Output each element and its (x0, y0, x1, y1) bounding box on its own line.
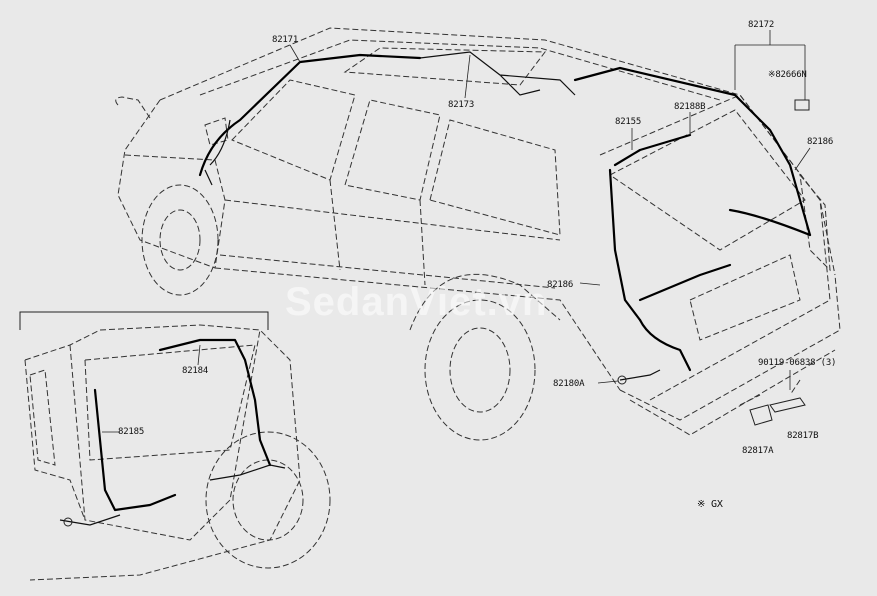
inset-window (84, 344, 256, 461)
rear-wheel-hub (449, 327, 511, 413)
inset-harness-82184 (158, 338, 272, 467)
inset-left-panel (24, 359, 86, 521)
leader-82180a (597, 380, 619, 384)
harness-82188b (613, 133, 692, 167)
side-sill (219, 254, 556, 289)
legend-gx: ※ GX (697, 499, 723, 510)
rear-window-1 (344, 99, 441, 201)
door-line-1 (329, 179, 341, 271)
label-82180a: 82180A (553, 379, 585, 389)
spare-tire-inner (232, 459, 304, 541)
hood-outline (117, 99, 216, 269)
side-body (214, 267, 621, 391)
leader-82184 (197, 344, 201, 366)
clip-82817a (749, 404, 773, 426)
rear-wheel (424, 299, 536, 441)
inset-harness-lower (59, 464, 286, 526)
inset-bracket (19, 311, 269, 330)
rear-window (609, 109, 806, 251)
inset-connector (63, 517, 73, 527)
connector-82666n (794, 99, 810, 111)
front-wheel (141, 184, 219, 296)
harness-82171-branch (204, 119, 231, 186)
harness-82180a (619, 369, 661, 381)
label-82172: 82172 (748, 20, 775, 30)
harness-82173 (419, 51, 576, 96)
front-wheel-hub (159, 209, 201, 271)
rear-bumper-lower (629, 349, 836, 436)
rear-window-2 (429, 119, 561, 236)
roof-rack-line (199, 39, 721, 101)
label-82817a: 82817A (742, 446, 774, 456)
sunroof-outline (343, 47, 546, 86)
label-82186-top: 82186 (807, 137, 834, 147)
label-82173: 82173 (448, 100, 475, 110)
harness-rear-gate (638, 263, 732, 372)
leader-82172 (734, 30, 806, 100)
harness-82172-b (728, 208, 812, 237)
inset-left-window (29, 369, 56, 466)
label-82188b: 82188B (674, 102, 706, 112)
rear-hatch (599, 94, 831, 401)
spare-tire (205, 431, 331, 569)
leader-82173 (464, 54, 471, 99)
rear-bumper (619, 274, 841, 421)
label-82666n: ※82666N (768, 70, 807, 80)
roof-outline (159, 27, 836, 276)
rear-light (799, 173, 831, 272)
front-fender (124, 154, 226, 269)
inset-gate (69, 329, 261, 541)
side-mirror (115, 96, 151, 119)
body-crease (224, 199, 561, 241)
label-82186-side: 82186 (547, 280, 574, 290)
watermark: SedanViet.vn (285, 280, 548, 324)
leader-82186a (794, 147, 811, 171)
label-82185: 82185 (118, 427, 145, 437)
license-plate-area (689, 254, 801, 341)
label-82171: 82171 (272, 35, 299, 45)
harness-82171 (198, 53, 422, 177)
label-82817b: 82817B (787, 431, 819, 441)
label-90119: 90119-06838 (3) (758, 358, 837, 368)
clip-82817b (769, 397, 806, 413)
rear-wheel-arch (409, 273, 561, 331)
label-82155: 82155 (615, 117, 642, 127)
side-mirror-2 (204, 117, 229, 146)
connector-82180a (617, 375, 627, 385)
harness-82155 (608, 168, 642, 322)
leader-82171 (289, 44, 301, 63)
front-window (231, 79, 356, 181)
clip-guide (739, 379, 801, 406)
harness-82172 (573, 66, 812, 237)
inset-body (24, 324, 301, 581)
label-82184: 82184 (182, 366, 209, 376)
leader-82186b (579, 282, 601, 286)
door-line-2 (419, 199, 426, 286)
inset-harness-82185 (93, 388, 177, 512)
